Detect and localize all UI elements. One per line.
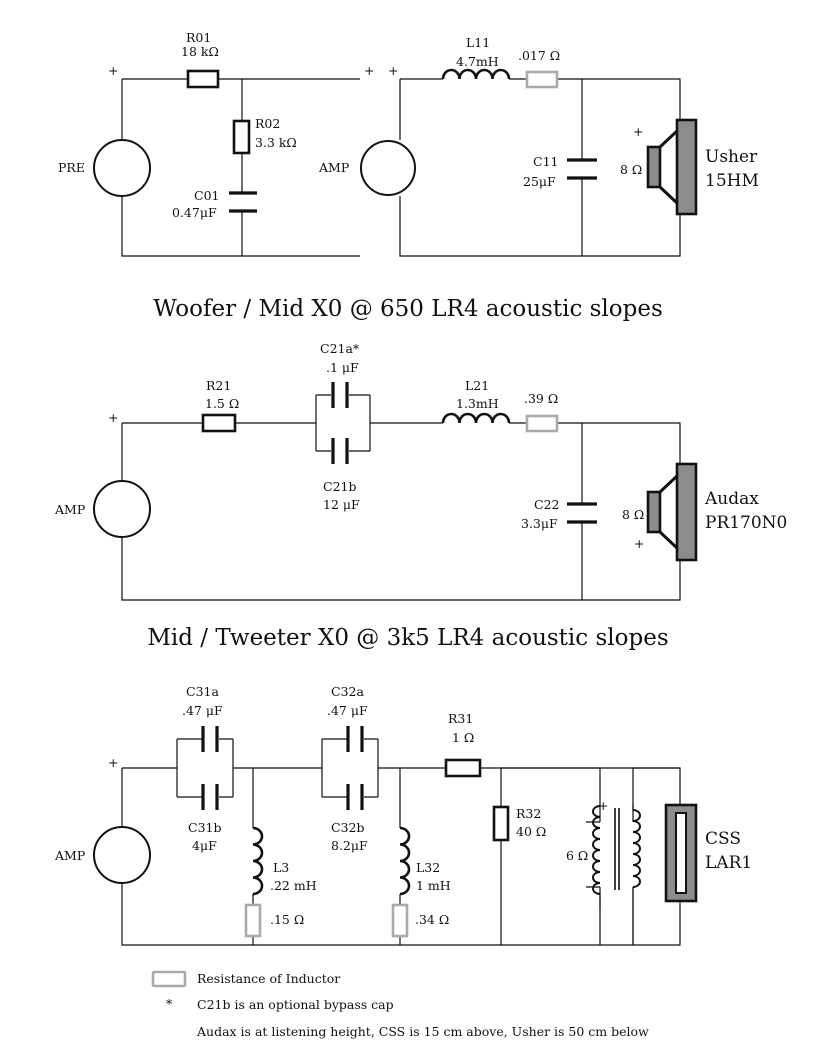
legend-bypass-note: C21b is an optional bypass cap [197,997,394,1012]
tweeter-amp-label: AMP [54,848,85,863]
transformer-secondary [632,809,641,888]
mid-amp-source [93,480,151,538]
r02-name: R02 [255,116,280,131]
l3-resistance [244,903,262,938]
l3-inductor [252,826,264,896]
mid-amp-plus: + [108,410,118,425]
l32-inductor [399,826,411,896]
mid-amp-label: AMP [54,502,85,517]
r31-name: R31 [448,711,473,726]
r21-resistor [201,413,237,433]
l11-value: 4.7mH [456,54,499,69]
pre-source [93,139,151,197]
r32-value: 40 Ω [516,824,546,839]
c31b-value: 4μF [192,838,217,853]
l3-value: .22 mH [270,878,317,893]
l32-value: 1 mH [416,878,451,893]
c31a-name: C31a [186,684,219,699]
audax-impedance: 8 Ω [622,507,644,522]
tweeter-amp-source [93,826,151,884]
c31a-value: .47 μF [182,703,223,718]
l21-res-value: .39 Ω [524,391,558,406]
audax-plus: + [634,536,644,551]
legend-height-note: Audax is at listening height, CSS is 15 … [196,1024,649,1039]
l3-res-value: .15 Ω [270,912,304,927]
c21b-name: C21b [323,479,356,494]
audax-speaker [646,462,698,562]
woofer-amp-plus: + [388,63,398,78]
mid-circuit: AMP + R21 1.5 Ω C21a* .1 μF C21b 12 μF L… [54,341,787,601]
c01-value: 0.47μF [172,205,217,220]
c31b-name: C31b [188,820,221,835]
woofer-amp-label: AMP [318,160,349,175]
l11-resistance [525,70,559,89]
css-impedance: 6 Ω [566,848,588,863]
c32a-value: .47 μF [327,703,368,718]
usher-model: 15HM [705,171,759,191]
c22-name: C22 [534,497,559,512]
css-brand: CSS [705,829,741,849]
l11-name: L11 [466,35,490,50]
woofer-circuit: PRE + R01 18 kΩ R02 3.3 kΩ C01 0.47μF + … [58,30,759,257]
tweeter-circuit: AMP + C31a .47 μF C31b 4μF C32a .47 μF C… [54,684,752,946]
woofer-mid-title: Woofer / Mid X0 @ 650 LR4 acoustic slope… [153,296,663,322]
r31-resistor [444,758,482,778]
c22-value: 3.3μF [521,516,558,531]
legend-inductor-resistance: Resistance of Inductor [197,971,340,986]
legend: Resistance of Inductor * C21b is an opti… [151,970,649,1039]
woofer-amp-source [360,140,416,196]
c32a-name: C32a [331,684,364,699]
pre-out-plus: + [364,63,374,78]
c21b-value: 12 μF [323,497,360,512]
css-speaker [664,803,698,903]
css-plus: + [598,798,608,813]
r01-resistor [186,69,220,89]
l21-name: L21 [465,378,489,393]
l11-inductor [441,68,511,80]
c11-name: C11 [533,154,558,169]
l32-name: L32 [416,860,440,875]
l11-res-value: .017 Ω [518,48,560,63]
l21-value: 1.3mH [456,396,499,411]
r32-name: R32 [516,806,541,821]
c11-value: 25μF [523,174,556,189]
r01-name: R01 [186,30,211,45]
r02-value: 3.3 kΩ [255,135,297,150]
l21-resistance [525,414,559,433]
audax-brand: Audax [704,489,759,509]
c21a-value: .1 μF [326,360,359,375]
r32-resistor [492,805,510,842]
transformer-primary [592,805,601,895]
r01-value: 18 kΩ [181,44,219,59]
r21-value: 1.5 Ω [205,396,239,411]
legend-inductor-resistance-swatch [151,970,187,988]
c32b-name: C32b [331,820,364,835]
r31-value: 1 Ω [452,730,474,745]
transformer [592,805,641,895]
r21-name: R21 [206,378,231,393]
usher-impedance: 8 Ω [620,162,642,177]
l32-resistance [391,903,409,938]
pre-plus: + [108,63,118,78]
mid-tweeter-title: Mid / Tweeter X0 @ 3k5 LR4 acoustic slop… [147,625,668,651]
c21a-name: C21a* [320,341,360,356]
pre-label: PRE [58,160,85,175]
css-model: LAR1 [705,853,752,873]
c32b-value: 8.2μF [331,838,368,853]
r02-resistor [232,119,251,155]
usher-speaker [646,118,698,216]
legend-asterisk: * [166,996,173,1011]
l3-name: L3 [273,860,289,875]
audax-model: PR170N0 [705,513,787,533]
c01-name: C01 [194,188,219,203]
usher-plus: + [633,124,643,139]
l32-res-value: .34 Ω [415,912,449,927]
usher-brand: Usher [705,147,758,167]
tweeter-amp-plus: + [108,755,118,770]
l21-inductor [441,412,511,424]
